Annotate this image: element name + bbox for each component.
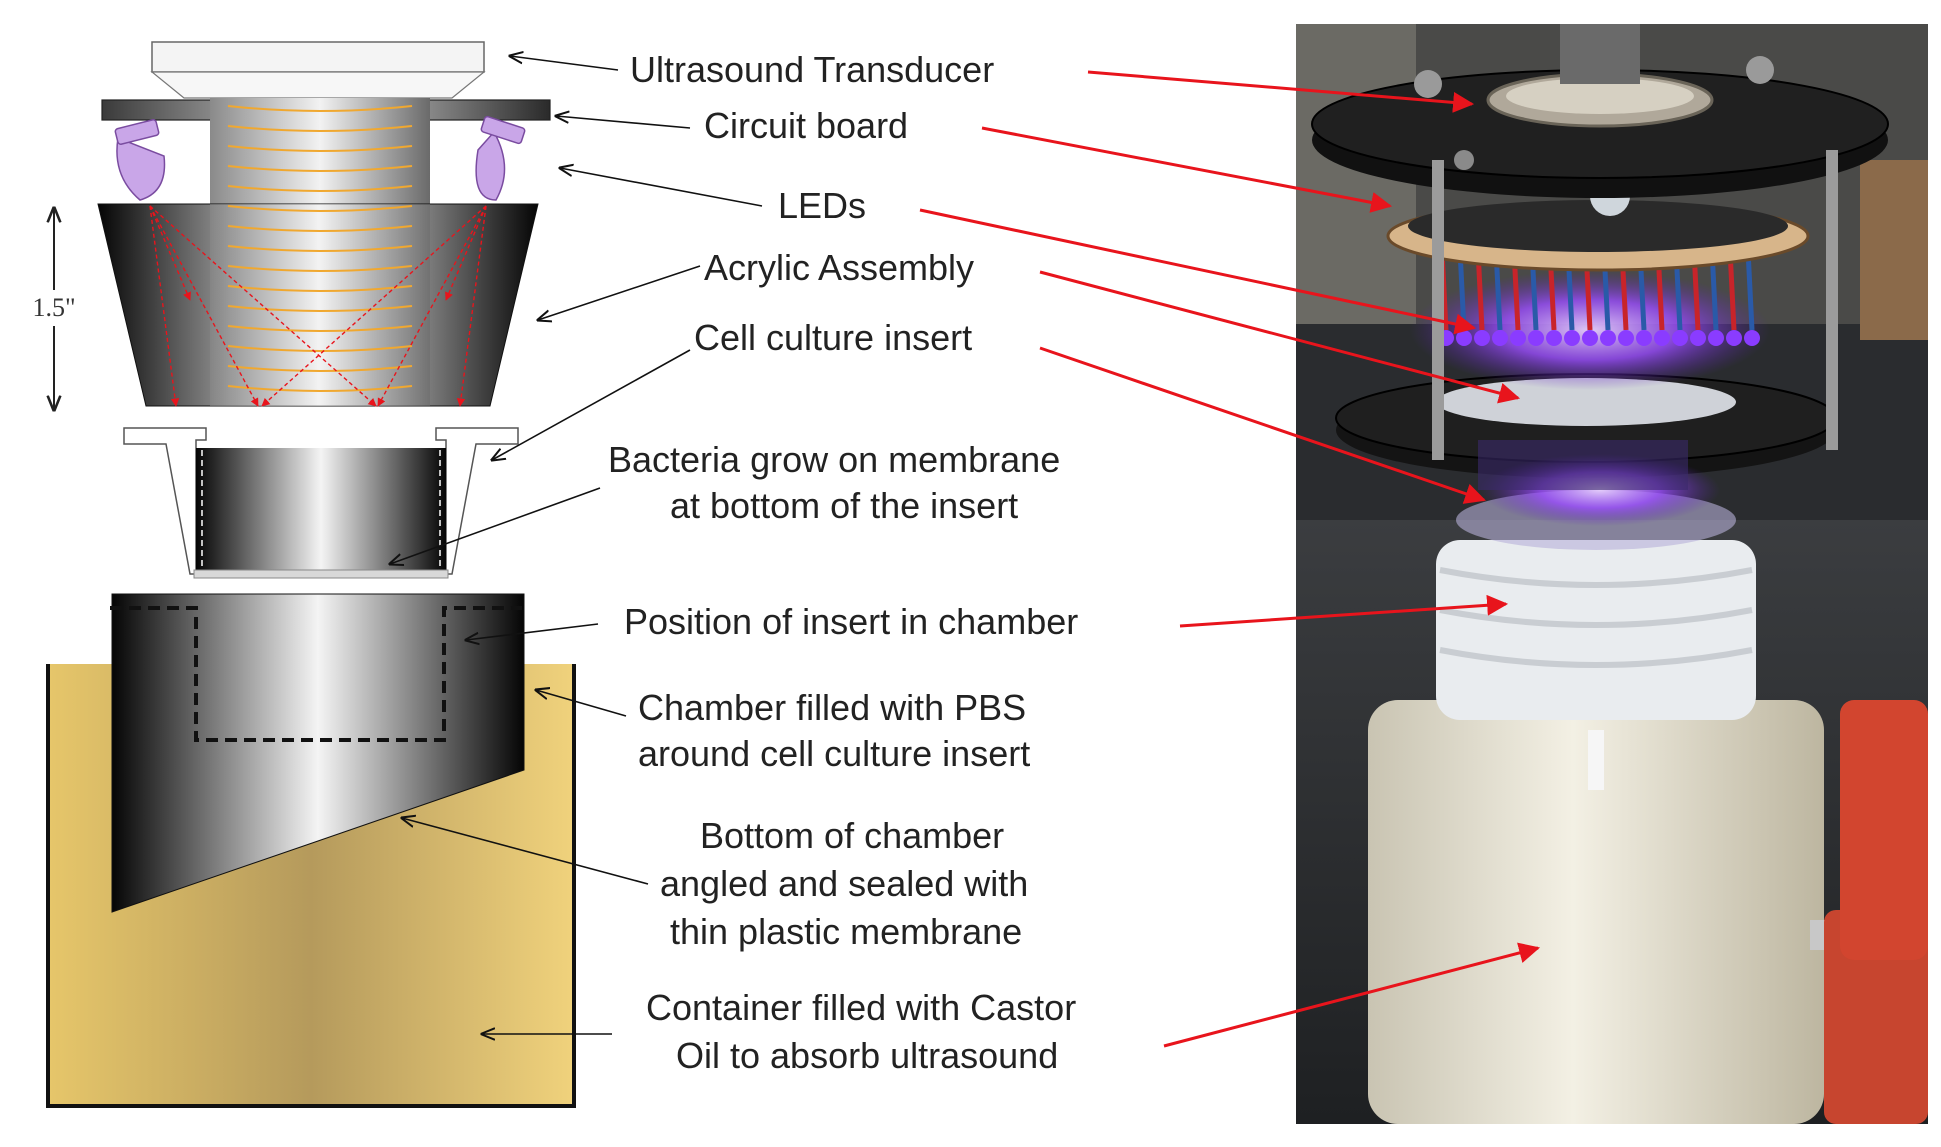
ultrasound-wavefront (227, 225, 413, 232)
light-ray (149, 205, 180, 407)
led-bulb (1654, 330, 1670, 346)
photo-acrylic-assembly (1335, 373, 1837, 550)
ultrasound-wavefront (227, 325, 413, 332)
led-bulb (1546, 330, 1562, 346)
label-insert-position: Position of insert in chamber (624, 601, 1078, 642)
pointer-arrows (390, 56, 763, 1034)
ultrasound-wavefront (227, 185, 413, 192)
label-chamber-line-2: around cell culture insert (638, 733, 1030, 774)
ultrasound-wavefront (227, 165, 413, 172)
ultrasound-wavefront (227, 105, 413, 112)
led-right (475, 115, 526, 201)
ultrasound-wavefront (227, 345, 413, 352)
light-rays (149, 205, 487, 407)
chamber (110, 593, 525, 913)
led-bulb (1492, 330, 1508, 346)
dimension-marker: 1.5" (28, 208, 80, 410)
light-ray (261, 205, 487, 407)
ultrasound-wavefront (227, 285, 413, 292)
light-ray (456, 205, 487, 407)
ultrasound-wavefront (227, 365, 413, 372)
led-bulb (1708, 330, 1724, 346)
red-stand (1840, 700, 1928, 960)
dimension-label: 1.5" (32, 293, 75, 322)
label-chamber-line-1: Chamber filled with PBS (638, 687, 1026, 728)
label-circuit-board: Circuit board (704, 105, 908, 146)
labels: Ultrasound Transducer Circuit board LEDs… (608, 49, 1078, 1076)
photo-led-ring (1410, 249, 1770, 390)
photo-threaded-rods (1432, 150, 1838, 460)
ultrasound-wavefront (227, 125, 413, 132)
cell-culture-insert (123, 427, 519, 579)
ultrasound-wavefronts (227, 105, 413, 392)
light-ray (149, 205, 259, 407)
led-bulb (1636, 330, 1652, 346)
label-container-line-1: Container filled with Castor (646, 987, 1076, 1028)
led-bulb (1726, 330, 1742, 346)
apparatus-photo (919, 24, 1928, 1124)
label-leds: LEDs (778, 185, 866, 226)
ultrasound-wavefront (227, 145, 413, 152)
label-ultrasound-transducer: Ultrasound Transducer (630, 49, 994, 90)
led-bulb (1564, 330, 1580, 346)
led-bulb (1456, 330, 1472, 346)
ultrasound-wavefront (227, 385, 413, 392)
photo-annotation-arrows (919, 70, 1541, 1048)
label-container-line-2: Oil to absorb ultrasound (676, 1035, 1058, 1076)
led-bulb (1528, 330, 1544, 346)
led-bulb (1600, 330, 1616, 346)
label-bottom-line-3: thin plastic membrane (670, 911, 1022, 952)
led-wire (1745, 249, 1755, 331)
led-bulb (1618, 330, 1634, 346)
led-bulb (1510, 330, 1526, 346)
label-cell-culture-insert: Cell culture insert (694, 317, 972, 358)
label-bacteria-line-2: at bottom of the insert (670, 485, 1018, 526)
label-acrylic-assembly: Acrylic Assembly (704, 247, 974, 288)
light-ray (445, 205, 487, 301)
label-bottom-line-2: angled and sealed with (660, 863, 1028, 904)
insert-position-outline (110, 606, 522, 742)
ultrasound-wavefront (227, 205, 413, 212)
led-bulb (1474, 330, 1490, 346)
castor-oil-bottle (1368, 540, 1928, 1124)
schematic: 1.5" (28, 41, 763, 1108)
led-bulb (1672, 330, 1688, 346)
light-ray (149, 205, 377, 407)
ultrasound-wavefront (227, 305, 413, 312)
label-bacteria-line-1: Bacteria grow on membrane (608, 439, 1060, 480)
ultrasound-wavefront (227, 245, 413, 252)
led-bulb (1690, 330, 1706, 346)
label-bottom-line-1: Bottom of chamber (700, 815, 1004, 856)
led-left (114, 119, 166, 201)
led-bulb (1744, 330, 1760, 346)
acoustic-column-lower (210, 204, 430, 406)
light-ray (149, 205, 191, 301)
led-bulb (1582, 330, 1598, 346)
ultrasound-transducer (150, 41, 486, 99)
light-ray (377, 205, 487, 407)
ultrasound-wavefront (227, 265, 413, 272)
